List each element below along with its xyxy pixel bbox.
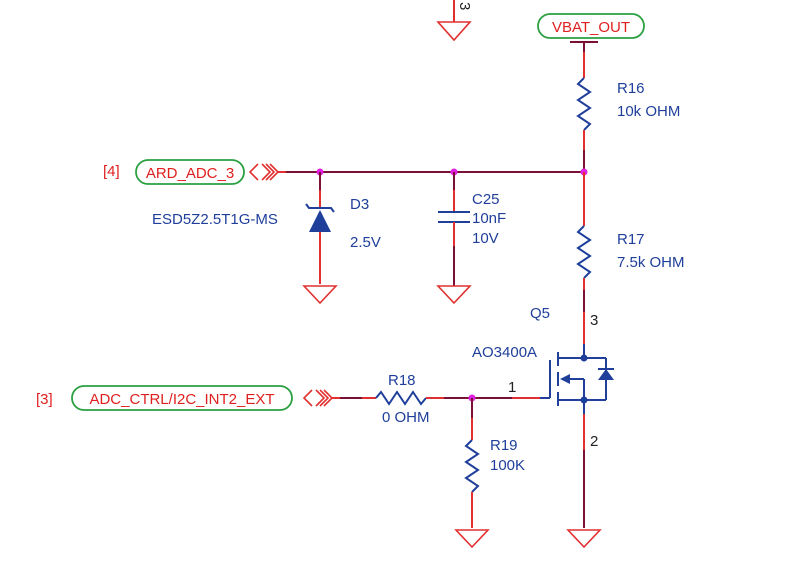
ground-icon <box>302 285 338 305</box>
vbat-out-label: VBAT_OUT <box>552 19 630 36</box>
c25-value: 10nF <box>472 210 506 227</box>
resistor-r18[interactable] <box>362 390 444 406</box>
zener-diode-d3[interactable] <box>305 172 335 284</box>
ground-icon <box>454 529 490 549</box>
resistor-r19[interactable] <box>464 418 480 528</box>
c25-voltage: 10V <box>472 230 499 247</box>
resistor-r16[interactable] <box>576 52 592 150</box>
ard-adc-3-label: ARD_ADC_3 <box>146 165 234 182</box>
r19-value: 100K <box>490 457 525 474</box>
ard-adc-3-ref: [4] <box>103 163 120 180</box>
top-pin-number: 3 <box>456 2 473 10</box>
r18-ref: R18 <box>388 372 416 389</box>
c25-ref: C25 <box>472 191 500 208</box>
adc-ctrl-ref: [3] <box>36 391 53 408</box>
d3-ref: D3 <box>350 196 369 213</box>
adc-ctrl-port[interactable]: ADC_CTRL/I2C_INT2_EXT <box>71 385 293 411</box>
r16-ref: R16 <box>617 80 645 97</box>
bidirectional-arrow-icon <box>302 389 334 407</box>
q5-ref: Q5 <box>530 305 550 322</box>
q5-part: AO3400A <box>472 344 537 361</box>
ground-icon <box>436 285 472 305</box>
d3-part: ESD5Z2.5T1G-MS <box>152 211 278 228</box>
resistor-r17[interactable] <box>576 172 592 290</box>
ground-icon <box>566 529 602 549</box>
r17-value: 7.5k OHM <box>617 254 685 271</box>
q5-source-pin: 2 <box>590 433 598 450</box>
capacitor-c25[interactable] <box>438 172 470 286</box>
r18-value: 0 OHM <box>382 409 430 426</box>
mosfet-q5[interactable] <box>512 312 614 450</box>
r17-ref: R17 <box>617 231 645 248</box>
vbat-out-port[interactable]: VBAT_OUT <box>537 13 645 39</box>
bidirectional-arrow-icon <box>248 163 280 181</box>
q5-drain-pin: 3 <box>590 312 598 329</box>
r16-value: 10k OHM <box>617 103 680 120</box>
ard-adc-3-port[interactable]: ARD_ADC_3 <box>135 159 245 185</box>
r19-ref: R19 <box>490 437 518 454</box>
q5-gate-pin: 1 <box>508 379 516 396</box>
adc-ctrl-label: ADC_CTRL/I2C_INT2_EXT <box>89 391 274 408</box>
d3-value: 2.5V <box>350 234 381 251</box>
top-ground-symbol <box>436 0 472 42</box>
